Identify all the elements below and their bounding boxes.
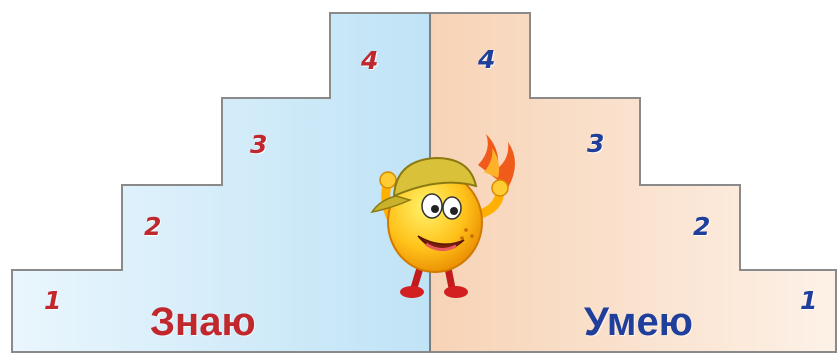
right-step-3-number: 3 (587, 131, 604, 156)
right-step-4-number: 4 (478, 47, 495, 72)
left-step-3-number: 3 (250, 132, 267, 157)
left-step-4-number: 4 (361, 48, 378, 73)
left-staircase-label: Знаю (150, 302, 256, 342)
left-step-2-number: 2 (144, 214, 161, 239)
left-step-1-number: 1 (44, 288, 61, 313)
right-step-2-number: 2 (693, 214, 710, 239)
right-staircase-label: Умею (584, 302, 693, 342)
right-step-1-number: 1 (800, 288, 817, 313)
